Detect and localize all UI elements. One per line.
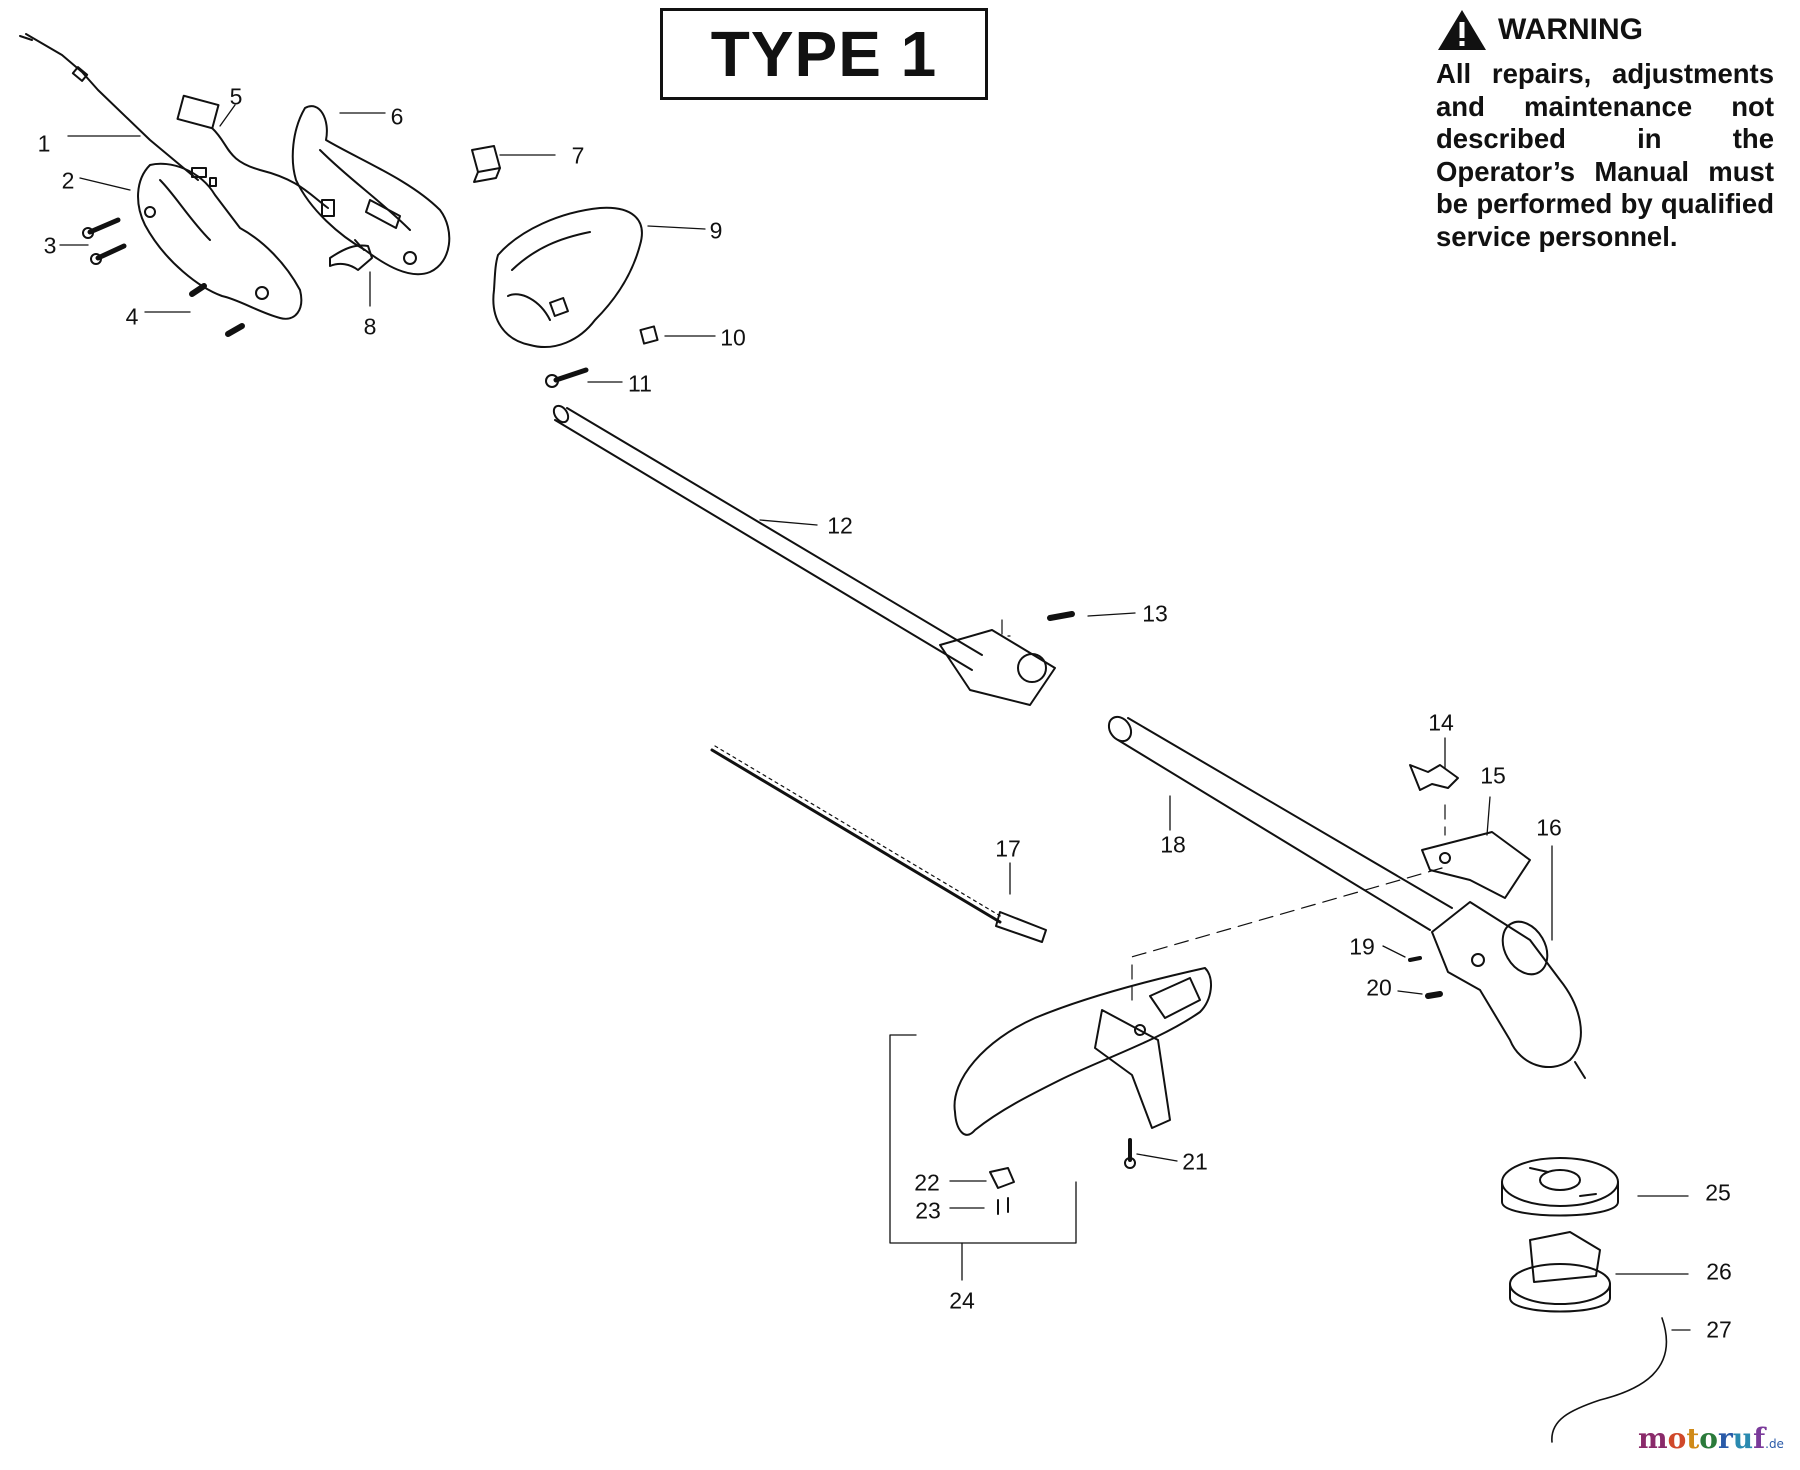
callout-2: 2 — [61, 167, 75, 194]
callout-9: 9 — [709, 217, 723, 244]
part-26-spool — [1509, 1231, 1611, 1313]
callout-22: 22 — [914, 1169, 940, 1196]
callout-24: 24 — [949, 1287, 975, 1314]
callout-3: 3 — [43, 232, 57, 259]
part-13-screw — [1047, 611, 1075, 621]
callout-26: 26 — [1706, 1258, 1732, 1285]
callout-17: 17 — [995, 835, 1021, 862]
part-21-screw — [1124, 1138, 1136, 1169]
warning-notice: WARNING All repairs, adjustments and mai… — [1436, 8, 1774, 253]
callout-1: 1 — [37, 130, 51, 157]
part-2-handle-half — [137, 162, 303, 320]
leader-lines — [59, 104, 1691, 1331]
callout-27: 27 — [1706, 1316, 1732, 1343]
logo-suffix: .de — [1765, 1437, 1784, 1451]
callout-16: 16 — [1536, 814, 1562, 841]
part-10-nut — [639, 325, 659, 345]
logo-letter: o — [1699, 1422, 1718, 1455]
callout-25: 25 — [1705, 1179, 1731, 1206]
part-1-throttle-cable — [19, 33, 217, 187]
callout-14: 14 — [1428, 709, 1454, 736]
callout-12: 12 — [827, 512, 853, 539]
page-title: TYPE 1 — [660, 8, 988, 100]
logo-letter: o — [1667, 1422, 1687, 1455]
callout-21: 21 — [1182, 1148, 1208, 1175]
part-7-switch — [471, 145, 501, 183]
part-19-screw — [1408, 956, 1422, 962]
callout-13: 13 — [1142, 600, 1168, 627]
part-22-clip — [989, 1167, 1015, 1189]
callout-20: 20 — [1366, 974, 1392, 1001]
part-11-bolt — [545, 367, 589, 388]
callout-15: 15 — [1480, 762, 1506, 789]
motoruf-logo: motoruf.de — [1638, 1425, 1784, 1453]
part-27-trimmer-line — [1551, 1317, 1668, 1443]
part-3-screws — [82, 217, 127, 265]
part-9-assist-handle — [492, 206, 643, 348]
warning-triangle-icon — [1438, 10, 1486, 50]
part-5-stop-switch-wire — [176, 94, 335, 217]
part-17-drive-cable — [710, 745, 1047, 943]
callout-8: 8 — [363, 313, 377, 340]
guard-assembly — [953, 967, 1212, 1136]
part-14-wing-nut — [1409, 764, 1459, 791]
part-16-gear-head — [1431, 901, 1586, 1079]
warning-text: All repairs, adjustments and maintenance… — [1436, 58, 1774, 252]
part-8-throttle-trigger — [329, 239, 373, 271]
warning-heading: WARNING — [1498, 13, 1643, 46]
part-20-screw — [1425, 991, 1443, 999]
logo-letter: r — [1717, 1422, 1733, 1455]
part-25-spool-cover — [1501, 1157, 1619, 1217]
part-15-shield-bracket — [1421, 831, 1531, 899]
part-12-upper-shaft — [552, 404, 1056, 706]
logo-letter: f — [1753, 1422, 1766, 1455]
part-18-lower-shaft — [1107, 715, 1453, 931]
assembly-lines — [1001, 619, 1446, 1001]
part-4-screws — [189, 283, 245, 337]
callout-19: 19 — [1349, 933, 1375, 960]
part-6-handle-housing — [291, 105, 451, 276]
callout-18: 18 — [1160, 831, 1186, 858]
logo-letter: m — [1638, 1422, 1668, 1455]
callout-7: 7 — [571, 142, 585, 169]
callout-6: 6 — [390, 103, 404, 130]
callout-10: 10 — [720, 324, 746, 351]
logo-letter: t — [1686, 1422, 1700, 1455]
logo-letter: u — [1732, 1422, 1754, 1455]
part-23-screws — [997, 1197, 1009, 1215]
callout-23: 23 — [915, 1197, 941, 1224]
callout-4: 4 — [125, 303, 139, 330]
callout-5: 5 — [229, 83, 243, 110]
callout-11: 11 — [628, 370, 652, 397]
bracket-24 — [889, 1034, 1077, 1244]
